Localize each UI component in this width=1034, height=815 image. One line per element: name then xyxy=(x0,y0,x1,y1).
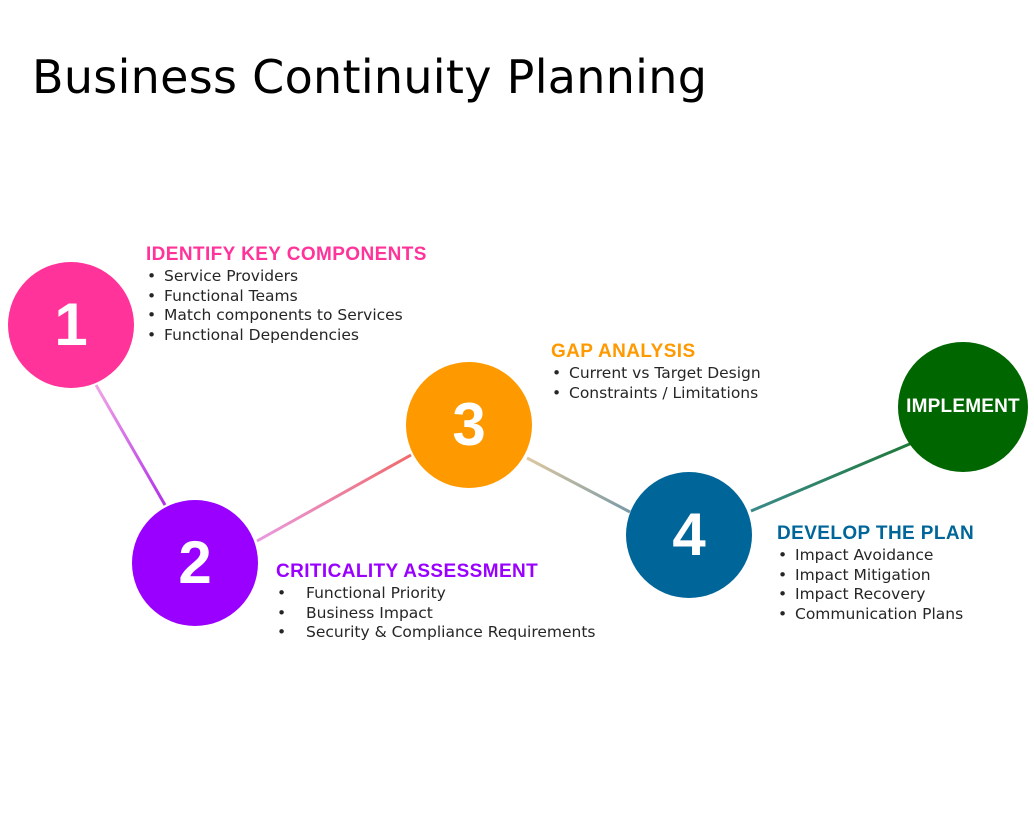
step-4-number: 4 xyxy=(672,501,706,568)
step-3-number: 3 xyxy=(452,391,486,458)
step-4-heading: DEVELOP THE PLAN xyxy=(777,523,975,544)
step-4-text: DEVELOP THE PLAN Impact Avoidance Impact… xyxy=(777,523,974,624)
step-2-text: CRITICALITY ASSESSMENT Functional Priori… xyxy=(276,561,596,643)
step-3-heading: GAP ANALYSIS xyxy=(551,341,696,362)
step-4-item: Impact Recovery xyxy=(777,585,974,605)
step-1-text: IDENTIFY KEY COMPONENTS Service Provider… xyxy=(146,244,427,345)
step-4-circle: 4 xyxy=(626,472,752,598)
step-2-heading: CRITICALITY ASSESSMENT xyxy=(276,561,539,582)
step-3-circle: 3 xyxy=(406,362,532,488)
step-1-item: Functional Dependencies xyxy=(146,326,427,346)
step-2-number: 2 xyxy=(178,529,212,596)
step-1-item: Functional Teams xyxy=(146,287,427,307)
implement-label: IMPLEMENT xyxy=(906,396,1020,417)
step-3-item: Current vs Target Design xyxy=(551,364,761,384)
connector-2-3 xyxy=(256,453,412,543)
step-4-item: Impact Avoidance xyxy=(777,546,974,566)
step-4-item: Communication Plans xyxy=(777,605,974,625)
step-1-item: Service Providers xyxy=(146,267,427,287)
step-2-item: Functional Priority xyxy=(276,584,596,604)
step-1-heading: IDENTIFY KEY COMPONENTS xyxy=(146,244,427,265)
step-2-item: Business Impact xyxy=(276,604,596,624)
step-1-circle: 1 xyxy=(8,262,134,388)
step-1-item: Match components to Services xyxy=(146,306,427,326)
connector-4-implement xyxy=(750,441,913,513)
step-3-text: GAP ANALYSIS Current vs Target Design Co… xyxy=(551,341,761,403)
step-2-circle: 2 xyxy=(132,500,258,626)
implement-circle: IMPLEMENT xyxy=(898,342,1028,472)
step-1-number: 1 xyxy=(54,291,88,358)
connector-3-4 xyxy=(526,456,631,514)
page-title: Business Continuity Planning xyxy=(32,50,708,104)
step-4-item: Impact Mitigation xyxy=(777,566,974,586)
step-2-item: Security & Compliance Requirements xyxy=(276,623,596,643)
step-3-item: Constraints / Limitations xyxy=(551,384,761,404)
connector-1-2 xyxy=(94,384,167,506)
